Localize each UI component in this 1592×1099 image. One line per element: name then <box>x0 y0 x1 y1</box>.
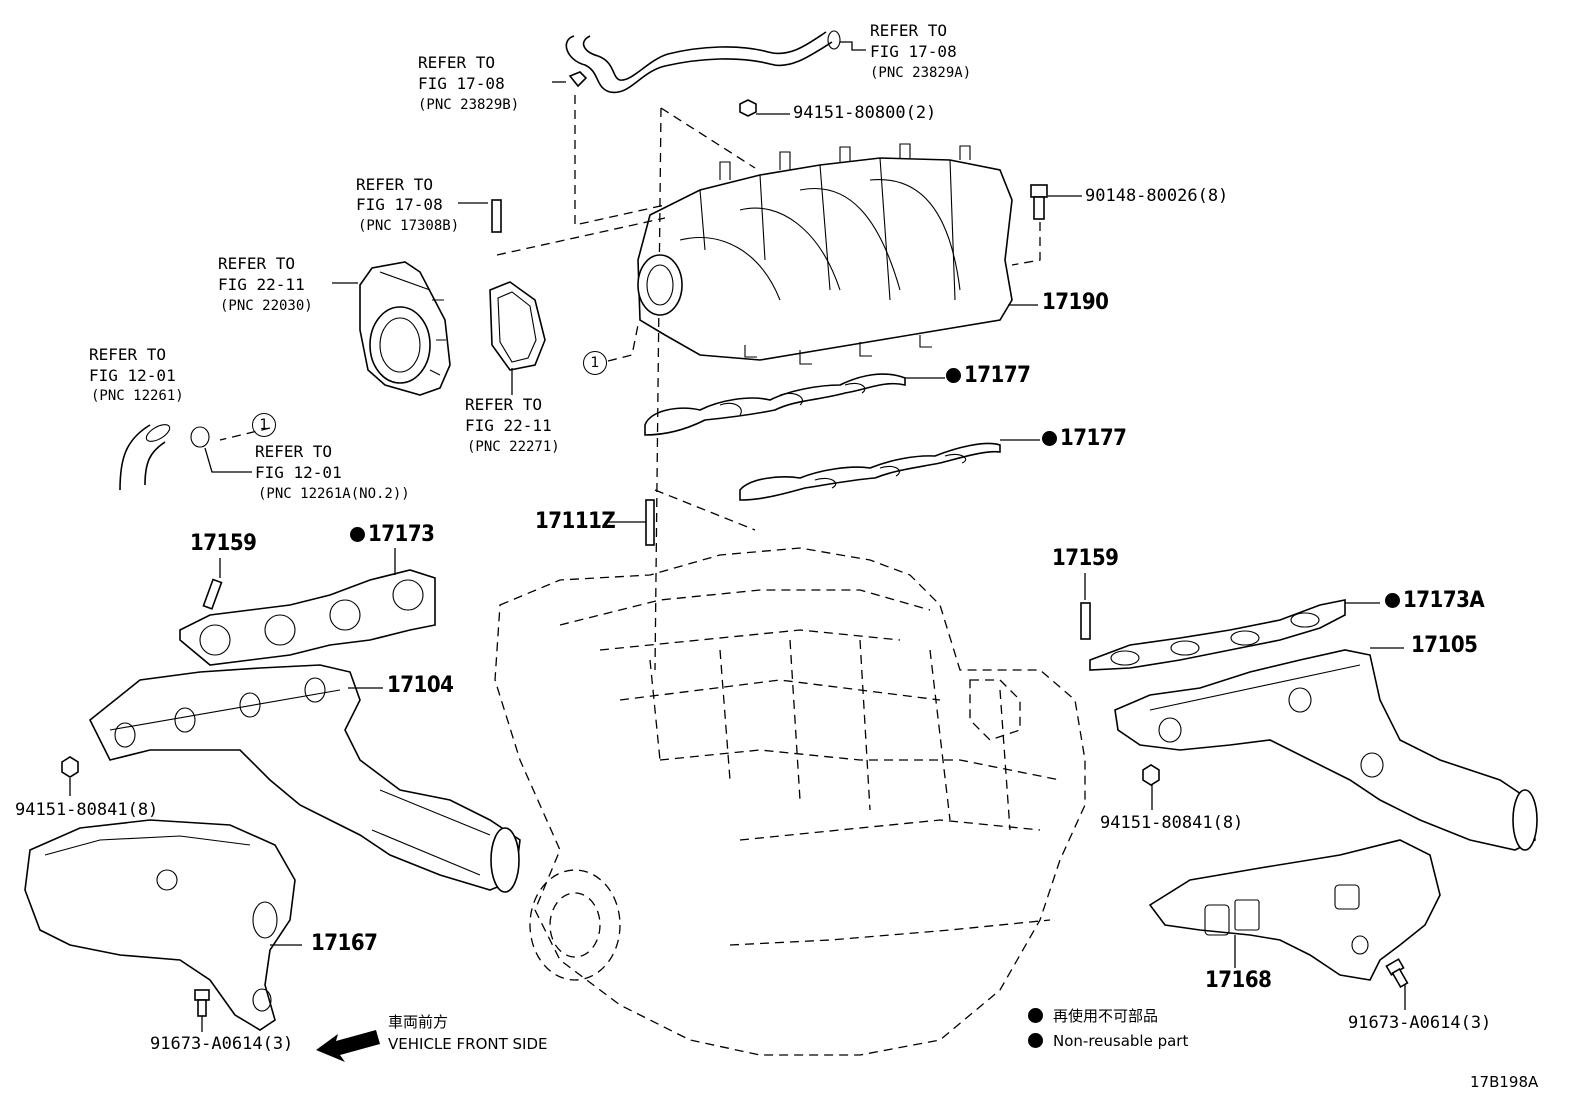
part-number-intake-manifold: 17190 <box>1042 290 1109 315</box>
vehicle-front-label: VEHICLE FRONT SIDE <box>388 1035 548 1053</box>
legend-non-reusable: Non-reusable part <box>1028 1031 1188 1052</box>
non-reusable-dot-icon <box>1028 1033 1043 1048</box>
ref-label: REFER TO <box>356 175 434 194</box>
legend-non-reusable-jp: 再使用不可部品 <box>1028 1006 1158 1027</box>
part-number-stud-left: 17159 <box>190 531 257 556</box>
ref-pnc: (PNC 12261) <box>91 388 184 404</box>
circle-reference: 1 <box>252 413 276 437</box>
heat-insulator-right <box>1148 839 1441 981</box>
part-number-heat-insulator-left: 17167 <box>311 931 378 956</box>
leader-lines <box>69 41 1406 1032</box>
ref-pnc: (PNC 22030) <box>220 298 313 314</box>
part-number-intake-gasket: 17177 <box>946 365 1031 387</box>
ref-label: REFER TO <box>89 345 167 364</box>
ref-label: FIG 17-08 <box>418 74 505 93</box>
part-number-stud: 17111Z <box>535 509 616 534</box>
nut-icon <box>61 756 79 778</box>
ref-label: REFER TO <box>870 21 948 40</box>
ref-label: FIG 22-11 <box>465 416 552 435</box>
part-number-nut-left: 94151-80841(8) <box>15 800 159 820</box>
figure-id: 17B198A <box>1470 1073 1539 1091</box>
ref-label: REFER TO <box>418 53 496 72</box>
intake-manifold <box>637 143 1013 365</box>
part-number-heat-insulator-right: 17168 <box>1205 968 1272 993</box>
intake-gasket-lower <box>739 442 1001 501</box>
part-number-exhaust-manifold-right: 17105 <box>1411 633 1478 658</box>
ref-pnc: (PNC 23829A) <box>870 65 972 81</box>
intake-gasket-upper <box>644 373 906 436</box>
part-number-bolt: 90148-80026(8) <box>1085 186 1229 206</box>
bolt-icon <box>194 989 210 1017</box>
heat-insulator-left <box>24 819 296 1031</box>
part-number-nut: 94151-80800(2) <box>793 103 937 123</box>
exhaust-manifold-right <box>1114 649 1538 851</box>
ref-pnc: (PNC 22271) <box>467 439 560 455</box>
ref-label: REFER TO <box>465 395 543 414</box>
stud-icon <box>1080 602 1091 640</box>
pcv-hose <box>565 30 841 94</box>
vehicle-front-arrow-icon <box>316 1030 380 1062</box>
nut-icon <box>1142 764 1160 786</box>
ref-label: REFER TO <box>218 254 296 273</box>
air-hose <box>119 424 210 491</box>
bolt-icon <box>1385 958 1409 989</box>
nut-icon <box>739 99 757 117</box>
ref-label: FIG 22-11 <box>218 275 305 294</box>
part-number-exhaust-gasket-right: 17173A <box>1385 590 1485 612</box>
part-number-bolt-left: 91673-A0614(3) <box>150 1034 294 1054</box>
engine-block <box>494 547 1086 1056</box>
circle-reference: 1 <box>583 351 607 375</box>
exhaust-manifold-left <box>88 664 521 893</box>
throttle-body <box>359 261 451 396</box>
part-number-exhaust-gasket-left: 17173 <box>350 524 435 546</box>
exhaust-gasket-left <box>179 569 436 666</box>
ref-pnc: (PNC 23829B) <box>418 97 520 113</box>
part-number-intake-gasket: 17177 <box>1042 428 1127 450</box>
bolt-icon <box>1030 184 1048 220</box>
ref-label: FIG 17-08 <box>356 195 443 214</box>
throttle-gasket <box>489 281 546 371</box>
part-number-exhaust-manifold-left: 17104 <box>387 673 454 698</box>
ref-pnc: (PNC 17308B) <box>358 218 460 234</box>
stud-icon <box>645 499 655 546</box>
part-number-stud-right: 17159 <box>1052 546 1119 571</box>
dashed-leaders <box>219 95 1041 671</box>
exhaust-gasket-right <box>1089 599 1346 671</box>
part-number-nut-right: 94151-80841(8) <box>1100 813 1244 833</box>
part-number-bolt-right: 91673-A0614(3) <box>1348 1013 1492 1033</box>
ref-label: REFER TO <box>255 442 333 461</box>
ref-label: FIG 17-08 <box>870 42 957 61</box>
ref-label: FIG 12-01 <box>255 463 342 482</box>
ref-label: FIG 12-01 <box>89 366 176 385</box>
ref-pnc: (PNC 12261A(NO.2)) <box>258 486 410 502</box>
stud-icon <box>202 578 223 610</box>
non-reusable-dot-icon <box>1028 1008 1043 1023</box>
vehicle-front-label-jp: 車両前方 <box>388 1013 449 1031</box>
